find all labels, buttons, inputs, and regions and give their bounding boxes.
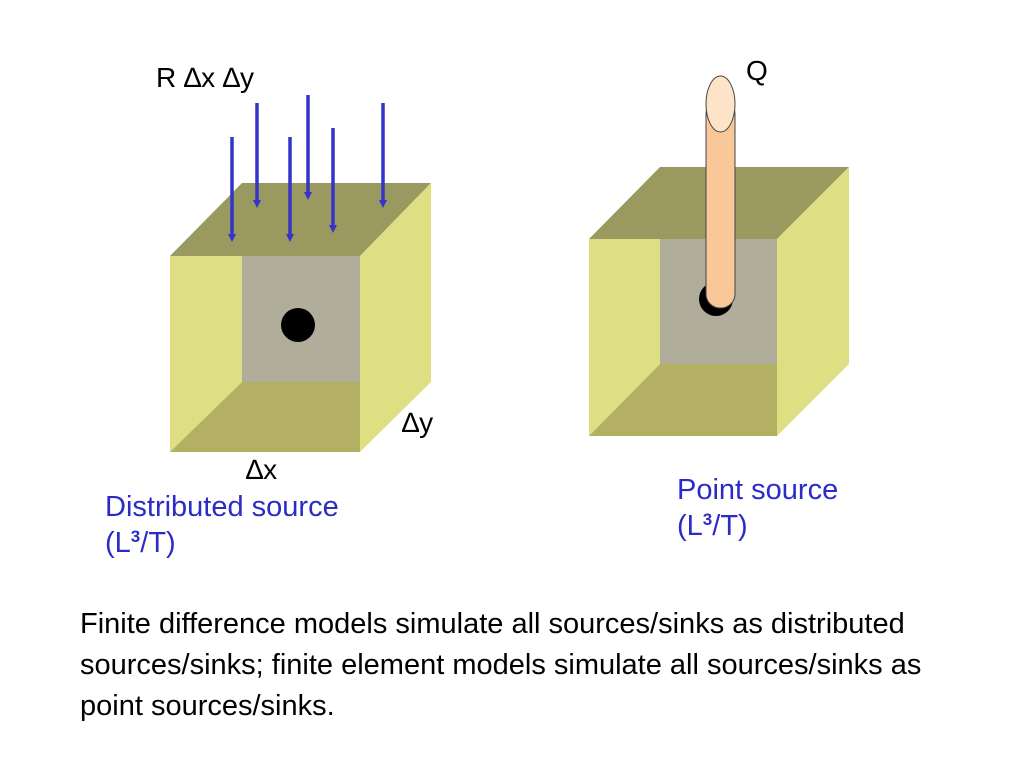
recharge-arrows bbox=[228, 95, 387, 242]
distributed-source-title: Distributed source bbox=[105, 491, 339, 523]
dx-label: ∆x bbox=[246, 454, 278, 485]
point-source-units: (L3/T) bbox=[677, 510, 748, 542]
distributed-cell-cube bbox=[170, 183, 431, 452]
well-pipe-top bbox=[705, 75, 736, 133]
cube2-bottom-face bbox=[589, 364, 777, 436]
distributed-source-label: Distributed source (L3/T) bbox=[105, 489, 339, 561]
cube1-left-face bbox=[170, 256, 242, 452]
recharge-rate-label: R ∆x ∆y bbox=[156, 62, 255, 93]
cube2-left-face bbox=[589, 239, 660, 436]
point-source-label: Point source (L3/T) bbox=[677, 472, 838, 544]
caption-text: Finite difference models simulate all so… bbox=[80, 608, 922, 722]
point-source-title: Point source bbox=[677, 474, 839, 506]
cube1-bottom-face bbox=[170, 382, 360, 452]
cube1-right-face bbox=[360, 183, 431, 452]
q-label: Q bbox=[746, 55, 768, 86]
distributed-source-units: (L3/T) bbox=[105, 527, 176, 559]
well-pipe bbox=[705, 75, 736, 309]
cube1-center-dot bbox=[281, 308, 315, 342]
cube2-right-face bbox=[777, 167, 849, 436]
dy-label: ∆y bbox=[402, 407, 434, 438]
